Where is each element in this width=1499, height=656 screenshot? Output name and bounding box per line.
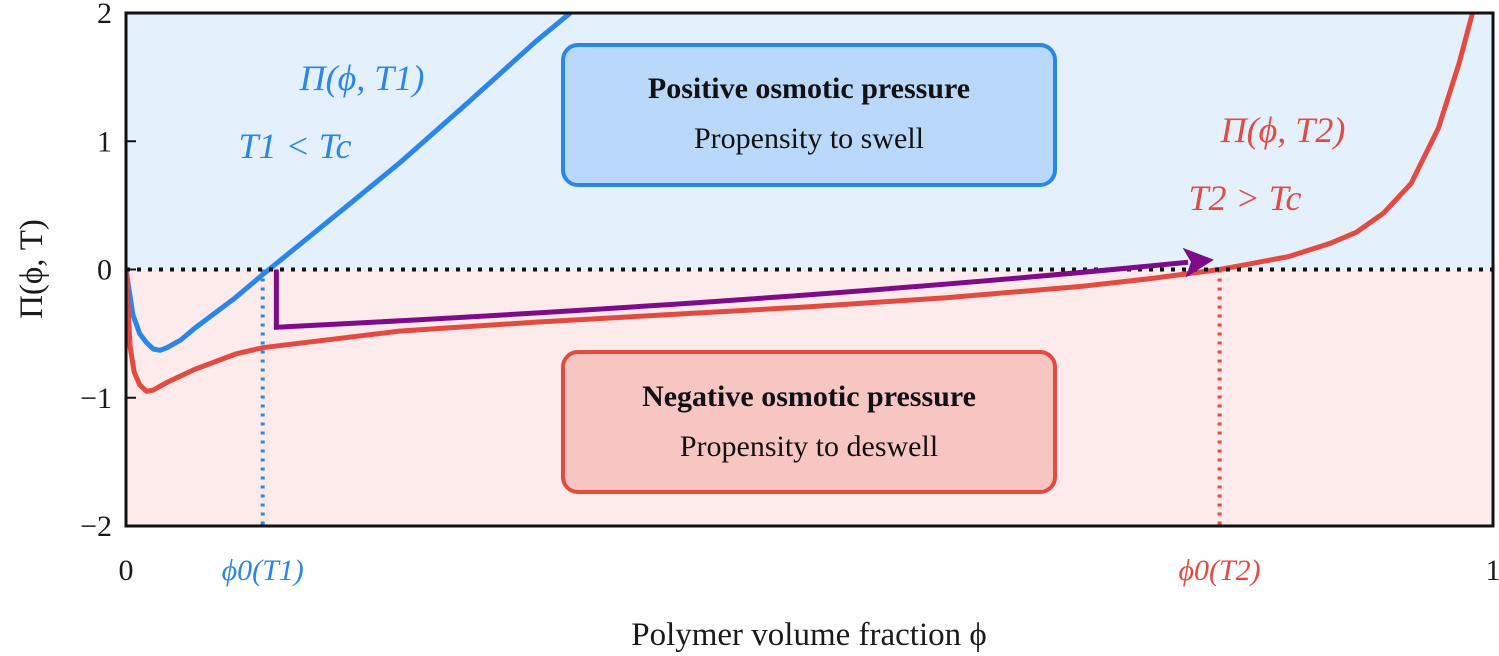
y-tick-label: 0 — [97, 254, 112, 287]
equilibrium-label-t2: ϕ0(T2) — [1178, 554, 1260, 587]
negative-pressure-box: Negative osmotic pressure Propensity to … — [561, 350, 1057, 494]
label-curve-t2: Π(ϕ, T2) — [1220, 110, 1346, 150]
y-tick-label: 2 — [97, 0, 112, 30]
y-axis-title: Π(ϕ, T) — [14, 219, 50, 319]
label-curve-t1: Π(ϕ, T1) — [299, 58, 425, 98]
negative-box-subtitle: Propensity to deswell — [680, 430, 938, 463]
y-tick-label: 1 — [97, 125, 112, 158]
x-tick-label: 0 — [119, 554, 134, 587]
label-condition-t1: T1 < Tc — [238, 126, 351, 166]
positive-box-subtitle: Propensity to swell — [694, 122, 924, 155]
x-tick-label: 1 — [1486, 554, 1499, 587]
negative-box-title: Negative osmotic pressure — [642, 380, 976, 413]
arrow-head — [1182, 247, 1214, 278]
y-axis-ticks: 2 1 0 −1 −2 — [80, 0, 136, 543]
label-condition-t2: T2 > Tc — [1188, 178, 1301, 218]
curve-t2 — [126, 13, 1476, 394]
x-axis-title: Polymer volume fraction ϕ — [631, 617, 987, 653]
deswell-swell-arrow — [273, 259, 1189, 330]
equilibrium-label-t1: ϕ0(T1) — [222, 554, 304, 587]
positive-box-title: Positive osmotic pressure — [648, 72, 970, 105]
positive-pressure-box: Positive osmotic pressure Propensity to … — [561, 43, 1057, 187]
y-tick-label: −2 — [80, 510, 112, 543]
curve-t1 — [126, 13, 573, 353]
y-tick-label: −1 — [80, 382, 112, 415]
